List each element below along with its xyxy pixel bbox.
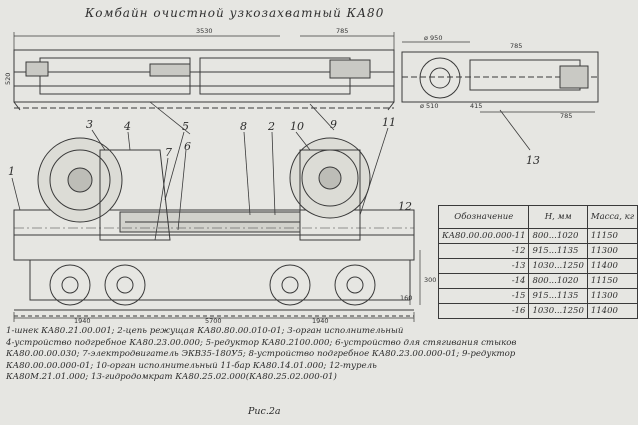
callout-13: 13 [526, 154, 540, 167]
header-height: H, мм [528, 205, 588, 229]
dim-top-right: 785 [336, 27, 348, 35]
technical-drawing: 3530 785 520 1940 5700 1940 300 160 ø 95… [4, 27, 599, 325]
header-designation: Обозначение [437, 205, 530, 229]
callout-6: 6 [184, 140, 191, 153]
cell-mass: 11400 [586, 258, 638, 274]
callout-4: 4 [124, 120, 131, 133]
legend-line: КА80.00.00.000-01; 10-орган исполнительн… [6, 360, 377, 371]
cell-designation: -16 [437, 303, 530, 319]
callout-11: 11 [382, 116, 396, 129]
cell-mass: 11150 [586, 273, 638, 289]
figure-caption: Рис.2а [248, 406, 281, 417]
top-view-outline [13, 49, 395, 111]
cell-height: 800...1020 [528, 273, 588, 289]
callout-5: 5 [182, 120, 189, 133]
callout-1: 1 [8, 165, 15, 178]
main-view-outline [13, 137, 421, 317]
cell-mass: 11300 [586, 243, 638, 259]
table-row: КА80.00.00.000-11 800...1020 11150 [437, 228, 638, 244]
dim-bottom-left: 1940 [74, 317, 91, 325]
cell-mass: 11150 [586, 228, 638, 244]
legend-line: 1-шнек КА80.21.00.001; 2-цепь режущая КА… [6, 326, 404, 336]
table-row: -15 915...1135 11300 [437, 288, 638, 304]
top-dimension-lines [13, 32, 395, 50]
callout-12: 12 [398, 200, 412, 213]
table-row: -14 800...1020 11150 [437, 273, 638, 289]
dim-top-length: 3530 [196, 27, 213, 35]
spec-table: Обозначение H, мм Масса, кг КА80.00.00.0… [437, 205, 638, 319]
table-row: -12 915...1135 11300 [437, 243, 638, 259]
bottom-dimension-lines [13, 312, 415, 322]
cell-designation: -14 [437, 273, 530, 289]
dim-detail-diameter: ø 950 [424, 34, 442, 42]
detail-view-outline [401, 41, 599, 113]
callout-9: 9 [330, 118, 337, 131]
drawing-sheet: Комбайн очистной узкозахватный КА80 [4, 6, 638, 417]
callout-2: 2 [268, 120, 275, 133]
spec-table-header: Обозначение H, мм Масса, кг [437, 205, 638, 229]
table-row: -16 1030...1250 11400 [437, 303, 638, 319]
header-mass: Масса, кг [586, 205, 638, 229]
dim-side-height: 300 [424, 276, 436, 284]
cell-mass: 11300 [586, 288, 638, 304]
legend-line: КА80М.21.01.000; 13-гидродомкрат КА80.25… [6, 372, 337, 383]
cell-height: 1030...1250 [528, 303, 588, 319]
dim-detail-b: 785 [510, 42, 522, 50]
callout-7: 7 [165, 146, 172, 159]
cell-designation: -13 [437, 258, 530, 274]
table-row: -13 1030...1250 11400 [437, 258, 638, 274]
callout-10: 10 [290, 120, 304, 133]
cell-height: 915...1135 [528, 288, 588, 304]
legend-line: 4-устройство подгребное КА80.23.00.000; … [6, 337, 517, 348]
cell-designation: -12 [437, 243, 530, 259]
callout-leaders [11, 101, 531, 241]
dim-detail-c: 785 [560, 112, 572, 120]
cell-height: 1030...1250 [528, 258, 588, 274]
cell-designation: -15 [437, 288, 530, 304]
dim-bottom-center: 5700 [205, 317, 222, 325]
callout-8: 8 [240, 120, 247, 133]
parts-legend: 1-шнек КА80.21.00.001; 2-цепь режущая КА… [6, 326, 602, 384]
dim-side-small: 160 [400, 294, 412, 302]
cell-mass: 11400 [586, 303, 638, 319]
legend-line: КА80.00.00.030; 7-электродвигатель ЭКВ35… [6, 349, 516, 360]
dim-detail-a: ø 510 [420, 102, 438, 110]
cell-height: 800...1020 [528, 228, 588, 244]
dim-detail-d: 415 [470, 102, 482, 110]
cell-designation: КА80.00.00.000-11 [437, 228, 530, 244]
dim-bottom-right: 1940 [312, 317, 329, 325]
cell-height: 915...1135 [528, 243, 588, 259]
callout-3: 3 [86, 118, 93, 131]
drawing-title: Комбайн очистной узкозахватный КА80 [85, 6, 385, 20]
dim-top-height: 520 [4, 73, 12, 85]
